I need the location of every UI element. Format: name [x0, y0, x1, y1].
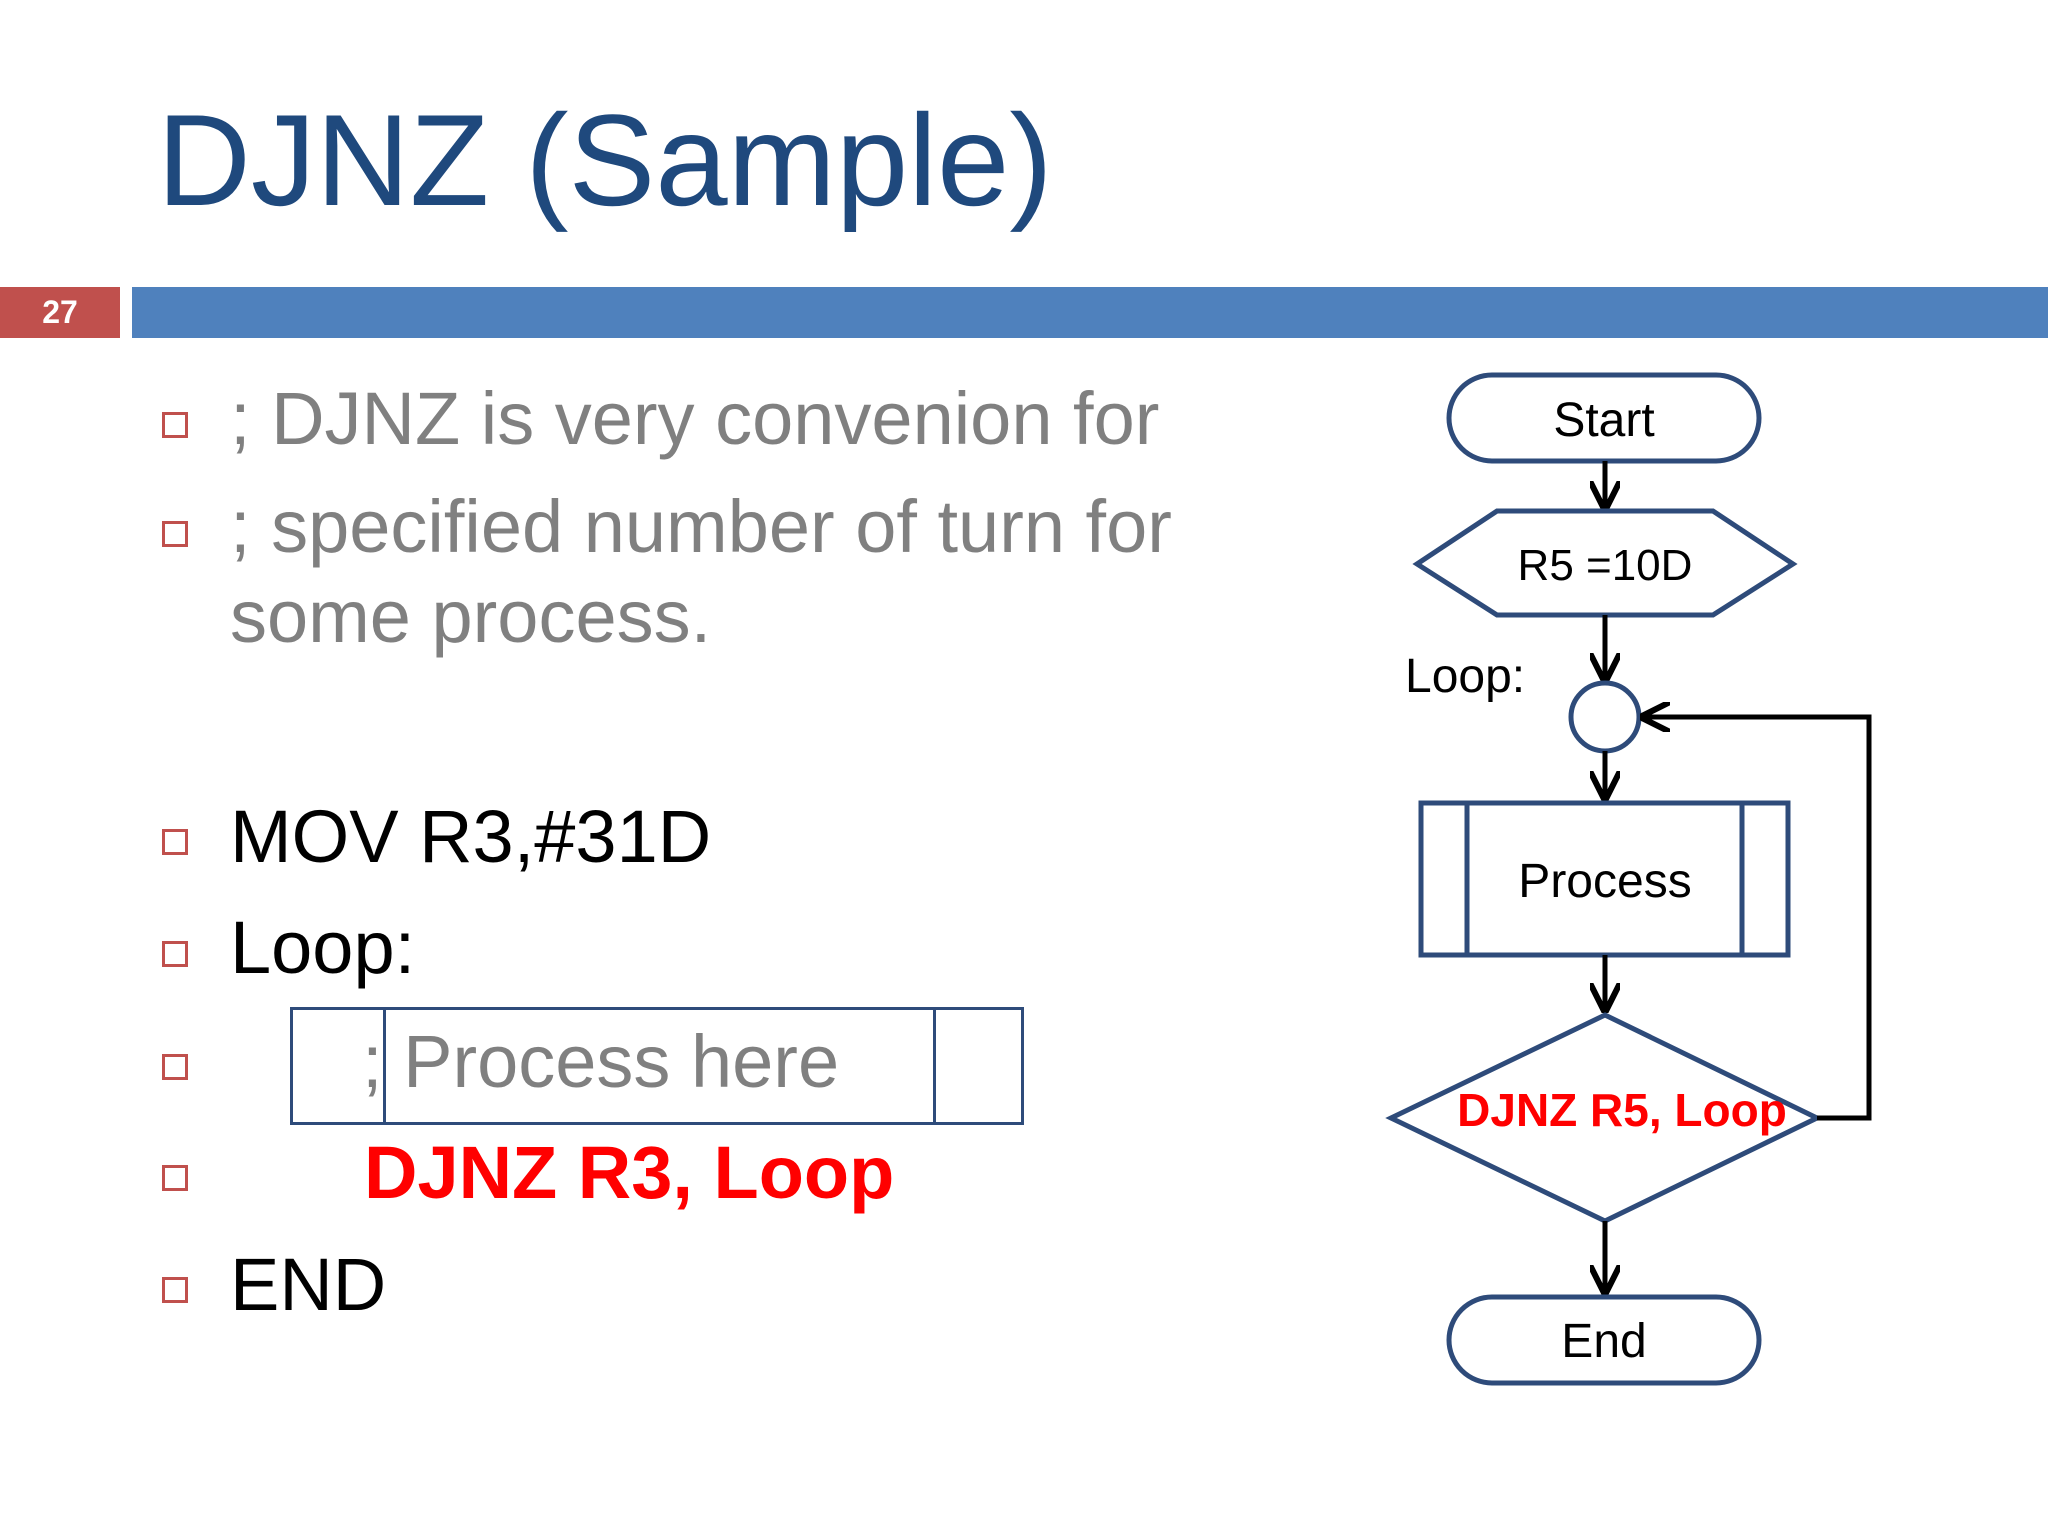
end-label: End — [1561, 1315, 1646, 1368]
slide-title: DJNZ (Sample) — [157, 87, 1053, 233]
bullet-marker — [162, 521, 188, 547]
init-preparation-shape — [1412, 508, 1798, 618]
comment-line-2: ; specified number of turn for — [230, 485, 1172, 568]
loop-connector — [1568, 680, 1642, 754]
start-label: Start — [1553, 394, 1654, 447]
process-shape — [1418, 800, 1791, 958]
code-process-comment: ; Process here — [362, 1020, 840, 1103]
bullet-marker — [162, 1054, 188, 1080]
code-mov: MOV R3,#31D — [230, 795, 712, 878]
bullet-marker — [162, 829, 188, 855]
decision-label: DJNZ R5, Loop — [1457, 1084, 1787, 1136]
comment-line-2-continued: some process. — [230, 575, 712, 658]
process-box-divider — [933, 1010, 936, 1122]
code-djnz: DJNZ R3, Loop — [364, 1131, 895, 1214]
comment-line-1: ; DJNZ is very convenion for — [230, 377, 1160, 460]
bullet-marker — [162, 1165, 188, 1191]
init-label: R5 =10D — [1518, 541, 1693, 590]
process-box — [290, 1007, 1024, 1125]
arrow-loop-back — [1643, 717, 1872, 1121]
process-label: Process — [1518, 855, 1691, 908]
bullet-marker — [162, 941, 188, 967]
end-terminator — [1446, 1294, 1762, 1386]
process-box-divider — [383, 1010, 386, 1122]
bullet-marker — [162, 412, 188, 438]
loop-label: Loop: — [1405, 650, 1525, 703]
code-loop-label: Loop: — [230, 906, 416, 989]
bullet-marker — [162, 1277, 188, 1303]
code-end: END — [230, 1243, 387, 1326]
slide-number: 27 — [0, 287, 120, 338]
title-accent-bar — [132, 287, 2048, 338]
